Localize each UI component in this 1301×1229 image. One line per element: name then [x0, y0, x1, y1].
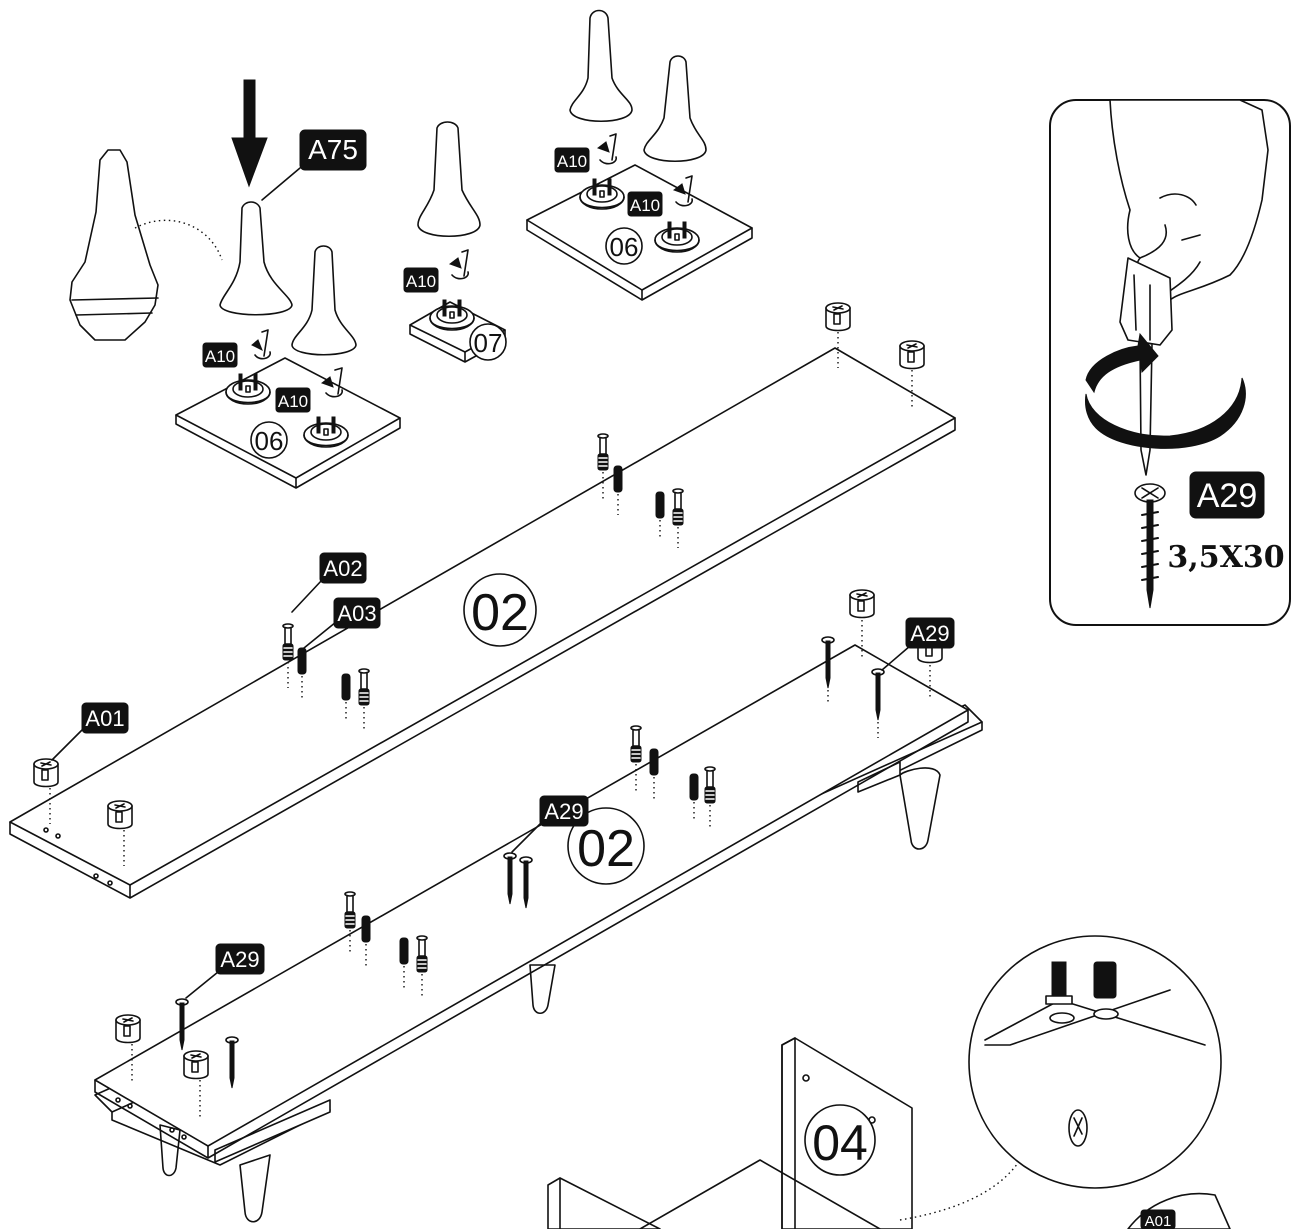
mounting-plate-small: 07	[409, 121, 507, 363]
leg-lower-front	[239, 1154, 271, 1223]
svg-text:A29: A29	[220, 947, 259, 972]
leg-lower-middle	[529, 964, 556, 1015]
svg-text:A10: A10	[557, 152, 587, 171]
svg-text:A10: A10	[278, 392, 308, 411]
tag-dowel: A03	[333, 597, 381, 629]
leg-lower-left	[159, 1124, 181, 1177]
screw-size-label: 3,5X30	[1167, 540, 1284, 575]
tag-plate-screw: A10	[554, 147, 590, 173]
tag-plate-screw: A10	[627, 191, 663, 217]
tag-screw: A29	[539, 795, 589, 827]
tag-cam-lock: A01	[1140, 1209, 1176, 1229]
svg-text:A29: A29	[1197, 477, 1258, 515]
svg-text:A10: A10	[630, 196, 660, 215]
svg-text:A29: A29	[910, 621, 949, 646]
tag-cam-bolt: A02	[319, 552, 367, 584]
svg-text:A01: A01	[85, 706, 124, 731]
tag-plate-screw: A10	[202, 342, 238, 368]
svg-text:A03: A03	[337, 601, 376, 626]
panel-number-circle	[567, 807, 645, 885]
panel-number-circle	[463, 573, 537, 647]
down-arrow-icon	[231, 79, 268, 188]
svg-text:A29: A29	[544, 799, 583, 824]
mounting-plate-large: 06	[175, 329, 401, 489]
panel-number-circle	[804, 1104, 876, 1176]
svg-text:04: 04	[812, 1115, 868, 1171]
tag-cam-lock: A01	[81, 702, 129, 734]
tag-screw: A29	[905, 617, 955, 649]
svg-text:A10: A10	[205, 347, 235, 366]
detail-screw-tag: A29	[1189, 471, 1265, 519]
tag-screw: A29	[215, 943, 265, 975]
tag-label: A75	[308, 134, 358, 165]
leg-part-2	[291, 245, 357, 356]
panel-lower	[94, 644, 969, 1159]
panel-number: 02	[471, 584, 529, 642]
part-number: 06	[255, 426, 284, 456]
tag-plate-screw: A10	[403, 267, 439, 293]
svg-text:A02: A02	[323, 556, 362, 581]
svg-text:A01: A01	[1145, 1213, 1172, 1229]
zoom-detail-circle	[968, 935, 1222, 1189]
mounting-plate-large-2: 06	[526, 9, 753, 301]
tag-leg-part: A75	[299, 129, 367, 171]
svg-text:07: 07	[474, 328, 503, 358]
leg-lower-right	[899, 767, 941, 850]
leg-exploded	[69, 149, 159, 341]
svg-text:02: 02	[577, 820, 635, 878]
tag-plate-screw: A10	[275, 387, 311, 413]
svg-text:06: 06	[610, 232, 639, 262]
svg-text:A10: A10	[406, 272, 436, 291]
leg-part	[219, 201, 293, 316]
